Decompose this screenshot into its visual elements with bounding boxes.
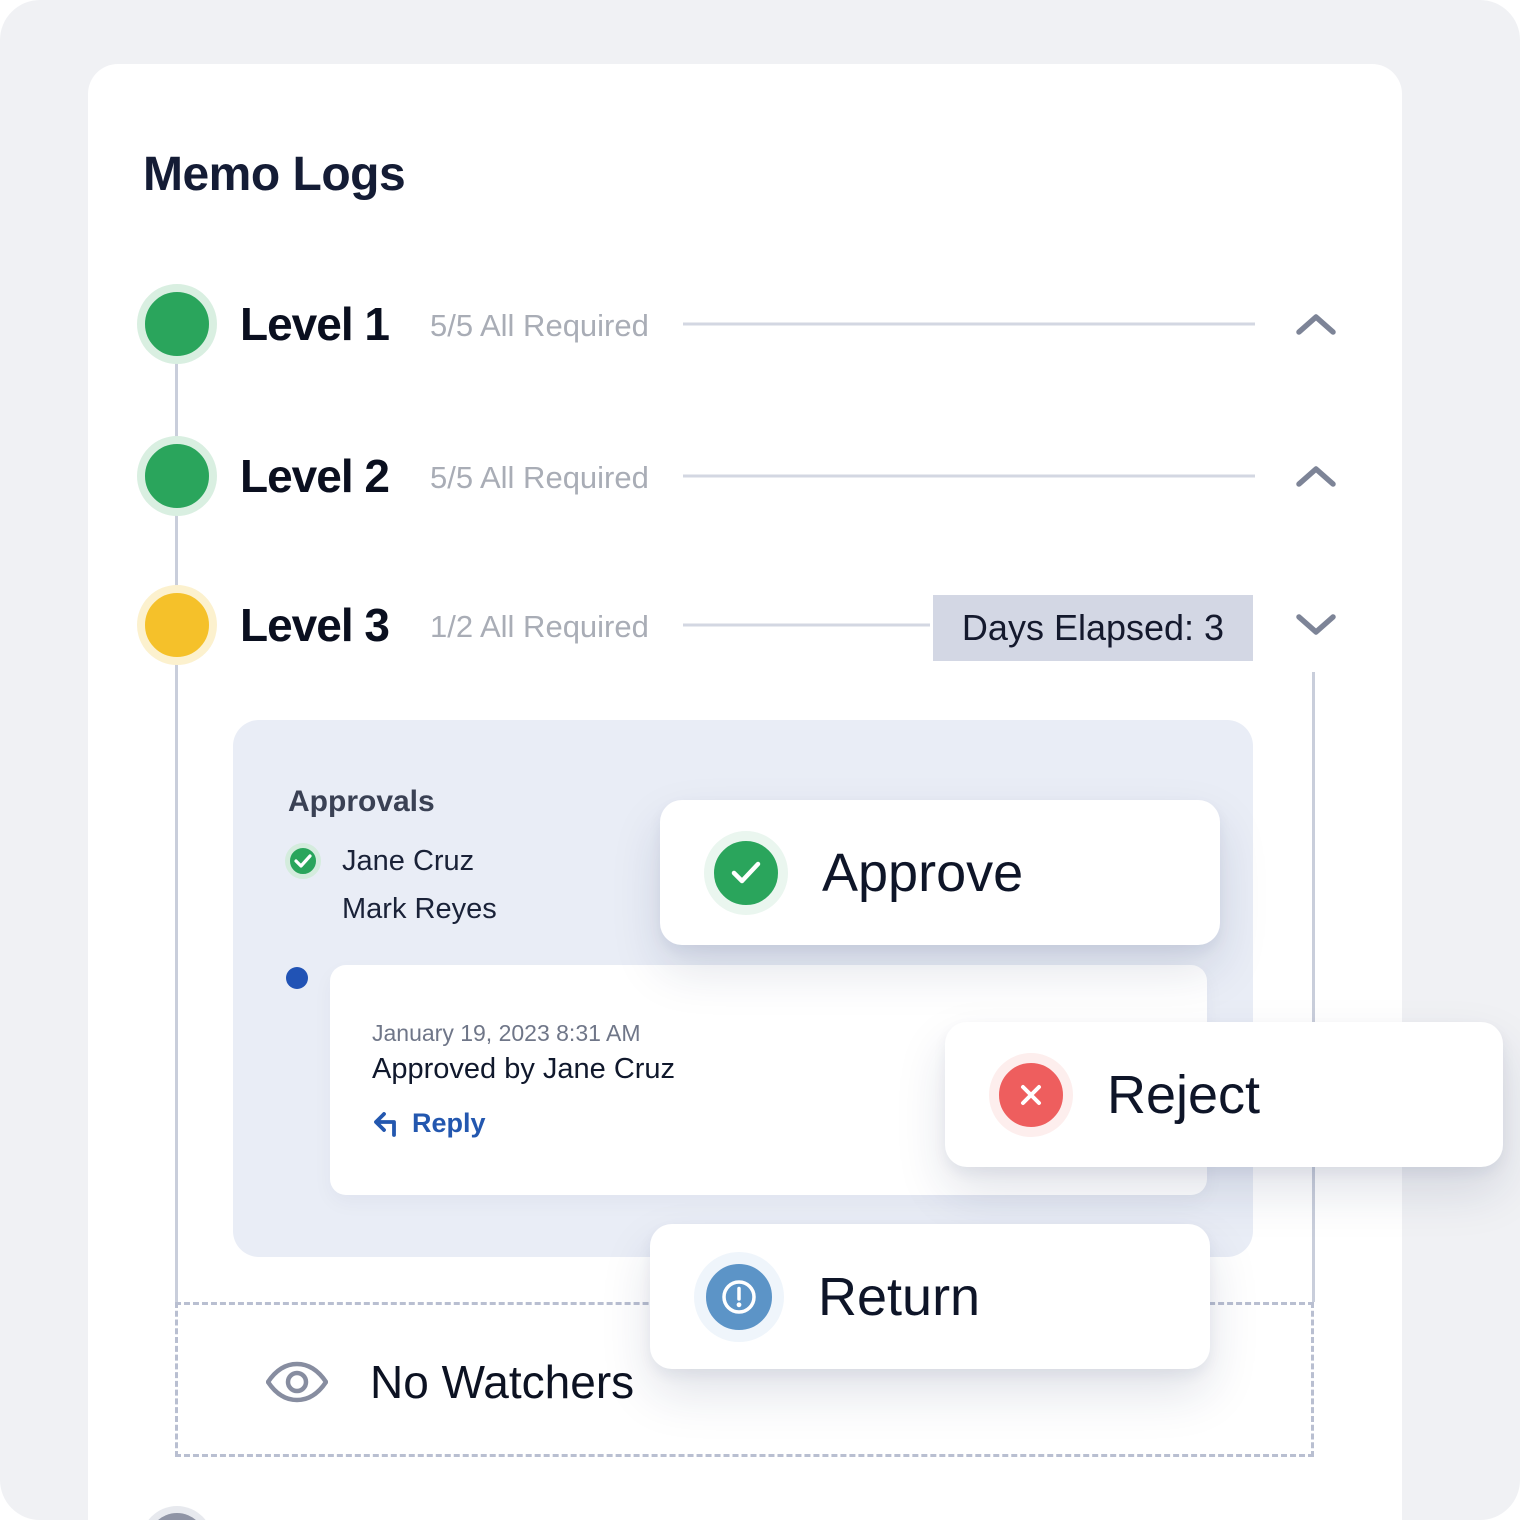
reply-link[interactable]: Reply — [372, 1108, 486, 1139]
level-1-label: Level 1 — [240, 298, 390, 350]
reply-arrow-icon — [374, 1111, 396, 1137]
approve-button[interactable]: Approve — [660, 800, 1220, 945]
approvals-heading: Approvals — [288, 785, 435, 818]
reject-label: Reject — [1107, 1064, 1261, 1125]
level-3-status-dot — [137, 585, 217, 665]
level-2-status-dot — [137, 436, 217, 516]
return-button[interactable]: Return — [650, 1224, 1210, 1369]
log-timestamp: January 19, 2023 8:31 AM — [372, 1020, 641, 1046]
return-info-icon — [694, 1251, 784, 1342]
expand-level-3-button[interactable] — [1292, 603, 1340, 647]
approver-name: Jane Cruz — [342, 845, 475, 877]
level-1-requirement: 5/5 All Required — [430, 308, 649, 343]
log-message: Approved by Jane Cruz — [372, 1053, 676, 1085]
reply-label: Reply — [412, 1108, 486, 1138]
level-1-status-dot — [137, 284, 217, 364]
days-elapsed-badge: Days Elapsed: 3 — [933, 595, 1253, 661]
approver-name: Mark Reyes — [342, 893, 497, 925]
reject-button[interactable]: Reject — [945, 1022, 1503, 1167]
level-2-divider — [683, 474, 1255, 478]
collapse-level-1-button[interactable] — [1292, 302, 1340, 346]
level-3-requirement: 1/2 All Required — [430, 609, 649, 644]
reject-x-icon — [989, 1052, 1073, 1137]
log-entry-bullet — [286, 967, 308, 989]
level-1-divider — [683, 322, 1255, 326]
chevron-down-icon — [1296, 614, 1336, 635]
collapse-level-2-button[interactable] — [1292, 454, 1340, 498]
timeline-connector-right — [1312, 672, 1315, 1302]
eye-icon — [265, 1359, 329, 1410]
level-2-label: Level 2 — [240, 450, 390, 502]
approved-check-icon — [285, 843, 321, 879]
timeline-connector-left — [175, 324, 178, 1302]
watchers-label: No Watchers — [370, 1356, 635, 1408]
chevron-up-icon — [1296, 466, 1336, 487]
approve-label: Approve — [822, 842, 1024, 903]
return-label: Return — [818, 1266, 981, 1327]
next-level-status-dot — [141, 1506, 213, 1520]
level-3-divider — [683, 623, 930, 627]
chevron-up-icon — [1296, 314, 1336, 335]
memo-logs-card: Memo Logs Level 1 5/5 All Required Level… — [88, 64, 1503, 1520]
approve-check-icon — [704, 830, 788, 915]
level-2-requirement: 5/5 All Required — [430, 460, 649, 495]
level-3-label: Level 3 — [240, 599, 390, 651]
page-title: Memo Logs — [143, 148, 406, 201]
